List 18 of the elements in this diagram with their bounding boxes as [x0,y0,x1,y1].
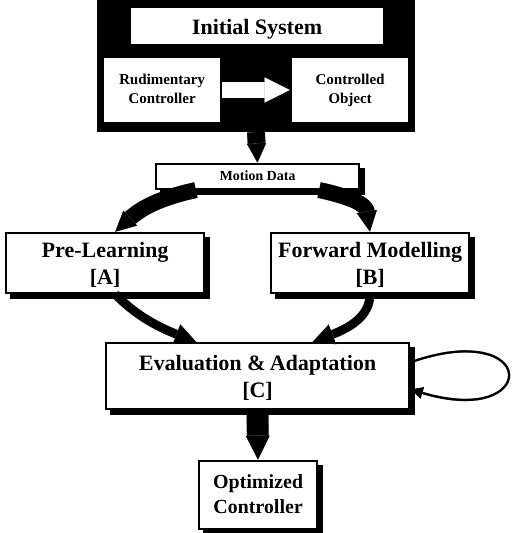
panel-title: Initial System [131,8,383,44]
box-tag: [A] [90,263,120,290]
box-title: Evaluation & Adaptation [138,348,376,376]
box-title: Controlled Object [314,71,386,109]
arrow [246,132,266,163]
box-title: Optimized Controller [212,470,304,520]
box-title: Motion Data [220,168,296,186]
arrow [222,77,290,103]
system-panel [97,0,415,132]
process-box [290,56,410,124]
box-title: Forward Modelling [278,236,462,263]
box-tag: [B] [355,263,385,290]
box-tag: [C] [242,376,273,404]
arrow [112,290,196,344]
arrow [114,182,198,232]
process-box [102,56,222,124]
box-title: Rudimentary Controller [118,71,206,109]
box-title: Pre-Learning [42,236,168,263]
